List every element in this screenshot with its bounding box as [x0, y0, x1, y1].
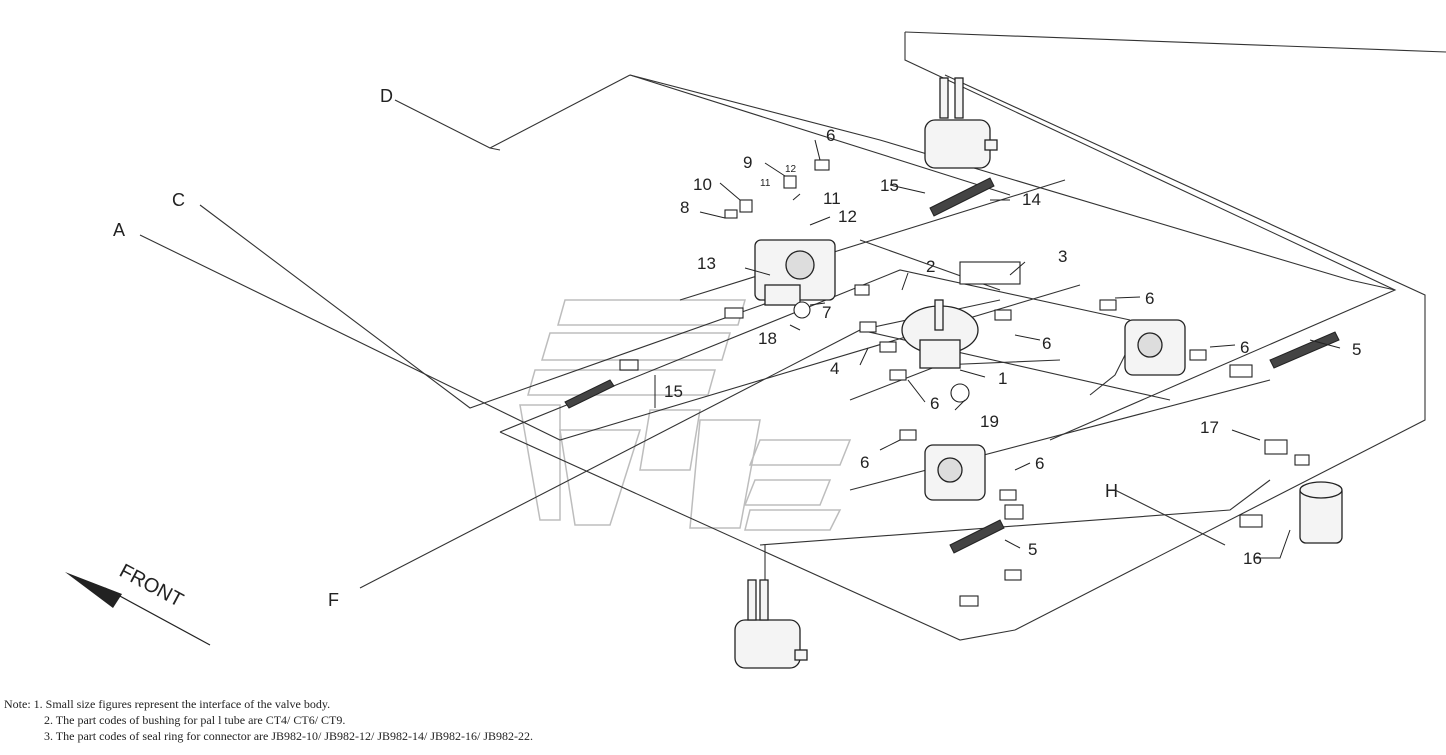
callout-17: 17 — [1200, 418, 1219, 437]
line-letter-c: C — [172, 190, 185, 210]
filter-16 — [1299, 481, 1343, 544]
callout-4: 4 — [830, 359, 839, 378]
callout-6e: 6 — [930, 394, 939, 413]
callout-14: 14 — [1022, 190, 1041, 209]
callout-5b: 5 — [1028, 540, 1037, 559]
small-label-12: 12 — [785, 164, 797, 175]
callout-15b: 15 — [664, 382, 683, 401]
caliper-center — [924, 444, 986, 501]
callout-9: 9 — [743, 153, 752, 172]
fittings — [619, 159, 1310, 607]
callout-16: 16 — [1243, 549, 1262, 568]
callout-6d: 6 — [1240, 338, 1249, 357]
valve-body-13 — [754, 239, 836, 306]
callout-10: 10 — [693, 175, 712, 194]
relay-valve-1 — [901, 299, 979, 369]
callout-2: 2 — [926, 257, 935, 276]
callout-7: 7 — [822, 303, 831, 322]
notes: Note: 1. Small size figures represent th… — [4, 696, 533, 744]
watermark-logo — [519, 299, 852, 531]
callout-15a: 15 — [880, 176, 899, 195]
callout-6c: 6 — [1042, 334, 1051, 353]
hoses — [564, 177, 1340, 554]
line-letter-f: F — [328, 590, 339, 610]
callout-8: 8 — [680, 198, 689, 217]
brake-chamber-14 — [924, 77, 998, 169]
callout-11: 11 — [823, 189, 841, 208]
line-letter-a: A — [113, 220, 125, 240]
callout-3: 3 — [1058, 247, 1067, 266]
line-letter-d: D — [380, 86, 393, 106]
callout-1: 1 — [998, 369, 1007, 388]
callout-6f: 6 — [860, 453, 869, 472]
note-line-2: 2. The part codes of bushing for pal l t… — [44, 713, 346, 727]
callout-6g: 6 — [1035, 454, 1044, 473]
callout-13: 13 — [697, 254, 716, 273]
callout-6a: 6 — [826, 126, 835, 145]
callout-19: 19 — [980, 412, 999, 431]
callout-18: 18 — [758, 329, 777, 348]
note-line-3: 3. The part codes of seal ring for conne… — [44, 729, 534, 743]
small-label-11: 11 — [760, 178, 771, 189]
caliper-right — [1124, 319, 1186, 376]
leader-lines — [654, 139, 1341, 559]
front-arrow: FRONT — [65, 560, 211, 646]
callout-12: 12 — [838, 207, 857, 226]
callout-6b: 6 — [1145, 289, 1154, 308]
callout-5a: 5 — [1352, 340, 1361, 359]
note-line-1: Note: 1. Small size figures represent th… — [4, 697, 331, 711]
line-letter-h: H — [1105, 481, 1118, 501]
brake-chamber-front — [734, 579, 808, 669]
front-label: FRONT — [116, 560, 187, 612]
